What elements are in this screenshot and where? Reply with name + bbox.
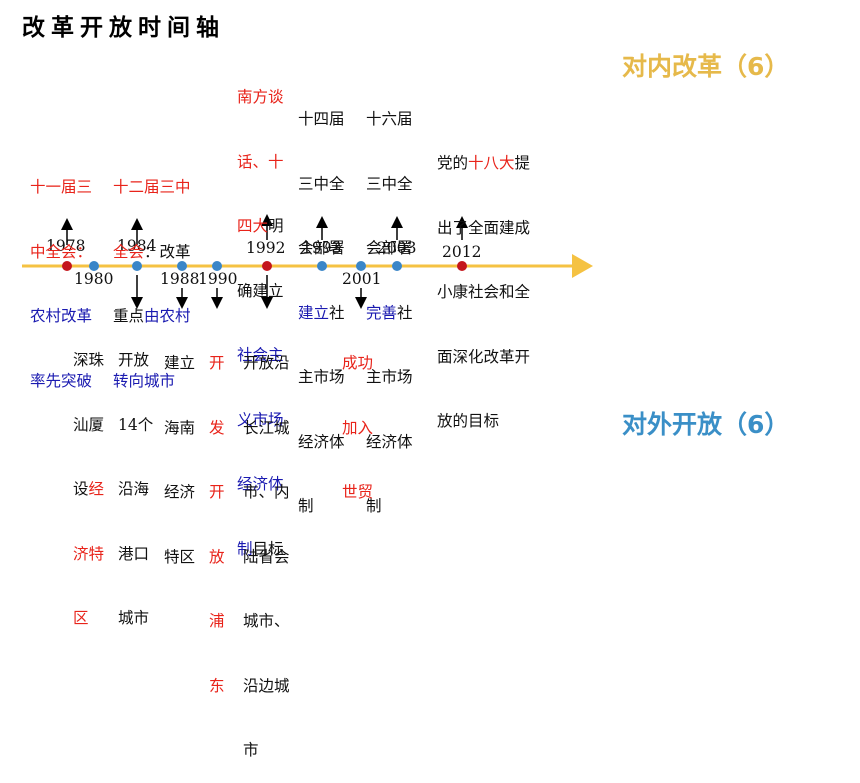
year-1992: 1992 [246, 239, 286, 257]
dot-1990 [212, 261, 222, 271]
dot-1978 [62, 261, 72, 271]
dot-2003 [392, 261, 402, 271]
year-2012: 2012 [442, 243, 482, 261]
outer-open-heading: 对外开放（6） [622, 410, 790, 439]
year-2001: 2001 [342, 270, 382, 288]
event-1993: 十四届 三中全 会部署 建立社 主市场 经济体 制 [298, 110, 345, 515]
dot-1993 [317, 261, 327, 271]
year-1988: 1988 [160, 270, 200, 288]
event-1990: 开 发 开 放 浦 东 [209, 354, 225, 695]
dot-1992 [262, 261, 272, 271]
event-2003: 十六届 三中全 会部署 完善社 主市场 经济体 制 [366, 110, 413, 515]
page-title: 改革开放时间轴 [22, 15, 225, 41]
dot-1988 [177, 261, 187, 271]
year-2003: 2003 [377, 239, 417, 257]
year-1980: 1980 [74, 270, 114, 288]
year-1978: 1978 [46, 237, 86, 255]
year-1984: 1984 [117, 237, 157, 255]
dot-2012 [457, 261, 467, 271]
event-1988: 建立 海南 经济 特区 [164, 354, 196, 566]
event-2012: 党的十八大提 出了全面建成 小康社会和全 面深化改革开 放的目标 [437, 154, 531, 430]
event-1992-bottom: 开放沿 长江城 市、内 陆省会 城市、 沿边城 市 [243, 354, 290, 759]
year-1993: 1993 [302, 239, 342, 257]
dot-1980 [89, 261, 99, 271]
event-2001: 成功 加入 世贸 [342, 354, 374, 501]
dot-2001 [356, 261, 366, 271]
event-1978: 十一届三 中全会： 农村改革 率先突破 [30, 178, 93, 390]
event-1980: 深珠 汕厦 设经 济特 区 [73, 351, 105, 627]
event-1984-top: 十二届三中 全会：改革 重点由农村 转向城市 [113, 178, 191, 390]
dot-1984 [132, 261, 142, 271]
year-1990: 1990 [198, 270, 238, 288]
event-1984-bottom: 开放 14个 沿海 港口 城市 [118, 351, 154, 627]
inner-reform-heading: 对内改革（6） [622, 52, 790, 81]
timeline-graphic [22, 214, 593, 309]
